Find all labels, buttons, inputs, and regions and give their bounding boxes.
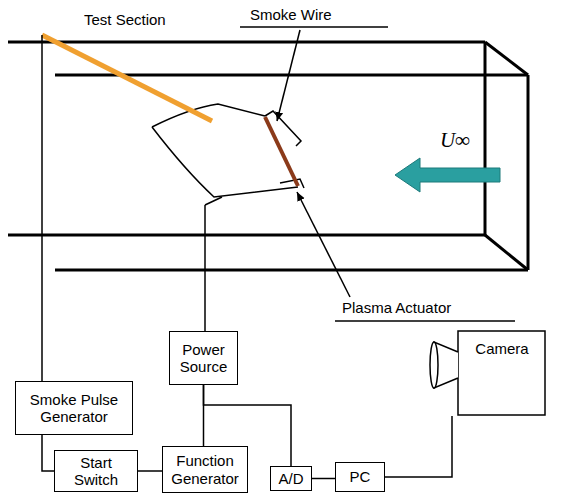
ad-converter-box: A/D [270,466,312,491]
part-label: Plasma Actuator [342,299,451,316]
power-source-box: Power Source [169,331,238,385]
test-section-walls [8,42,528,270]
delta-wing-model [152,104,304,197]
box-text: Camera [472,340,531,357]
leader-arrow [297,192,350,297]
smoke-wire-lead [42,35,212,121]
function-generator-box: Function Generator [162,446,248,493]
signal-wire [385,416,452,477]
smoke-pulse-generator-box: Smoke Pulse Generator [15,381,133,435]
box-text: Power Source [170,341,237,376]
signal-wire [42,435,54,471]
smoke-wire-cable [41,35,43,381]
actuator-cable [205,197,222,205]
label-underline [335,320,515,322]
signal-wire [312,478,335,480]
section-label: Test Section [84,11,166,28]
velocity-symbol: U∞ [440,128,470,153]
plasma-actuator-strip [265,117,298,186]
leader-arrow [277,30,300,121]
box-text: A/D [275,470,306,487]
part-label: Smoke Wire [250,6,332,23]
box-text: Function Generator [163,452,247,487]
pc-box: PC [335,462,385,492]
camera-icon: Camera [428,330,546,416]
signal-wire [138,470,162,472]
box-text: Smoke Pulse Generator [16,391,132,426]
box-text: Start Switch [55,454,137,489]
freestream-arrow [395,158,500,192]
box-text: PC [347,468,374,485]
label-underline [240,26,388,28]
start-switch-box: Start Switch [54,450,138,492]
actuator-cable [204,205,206,331]
